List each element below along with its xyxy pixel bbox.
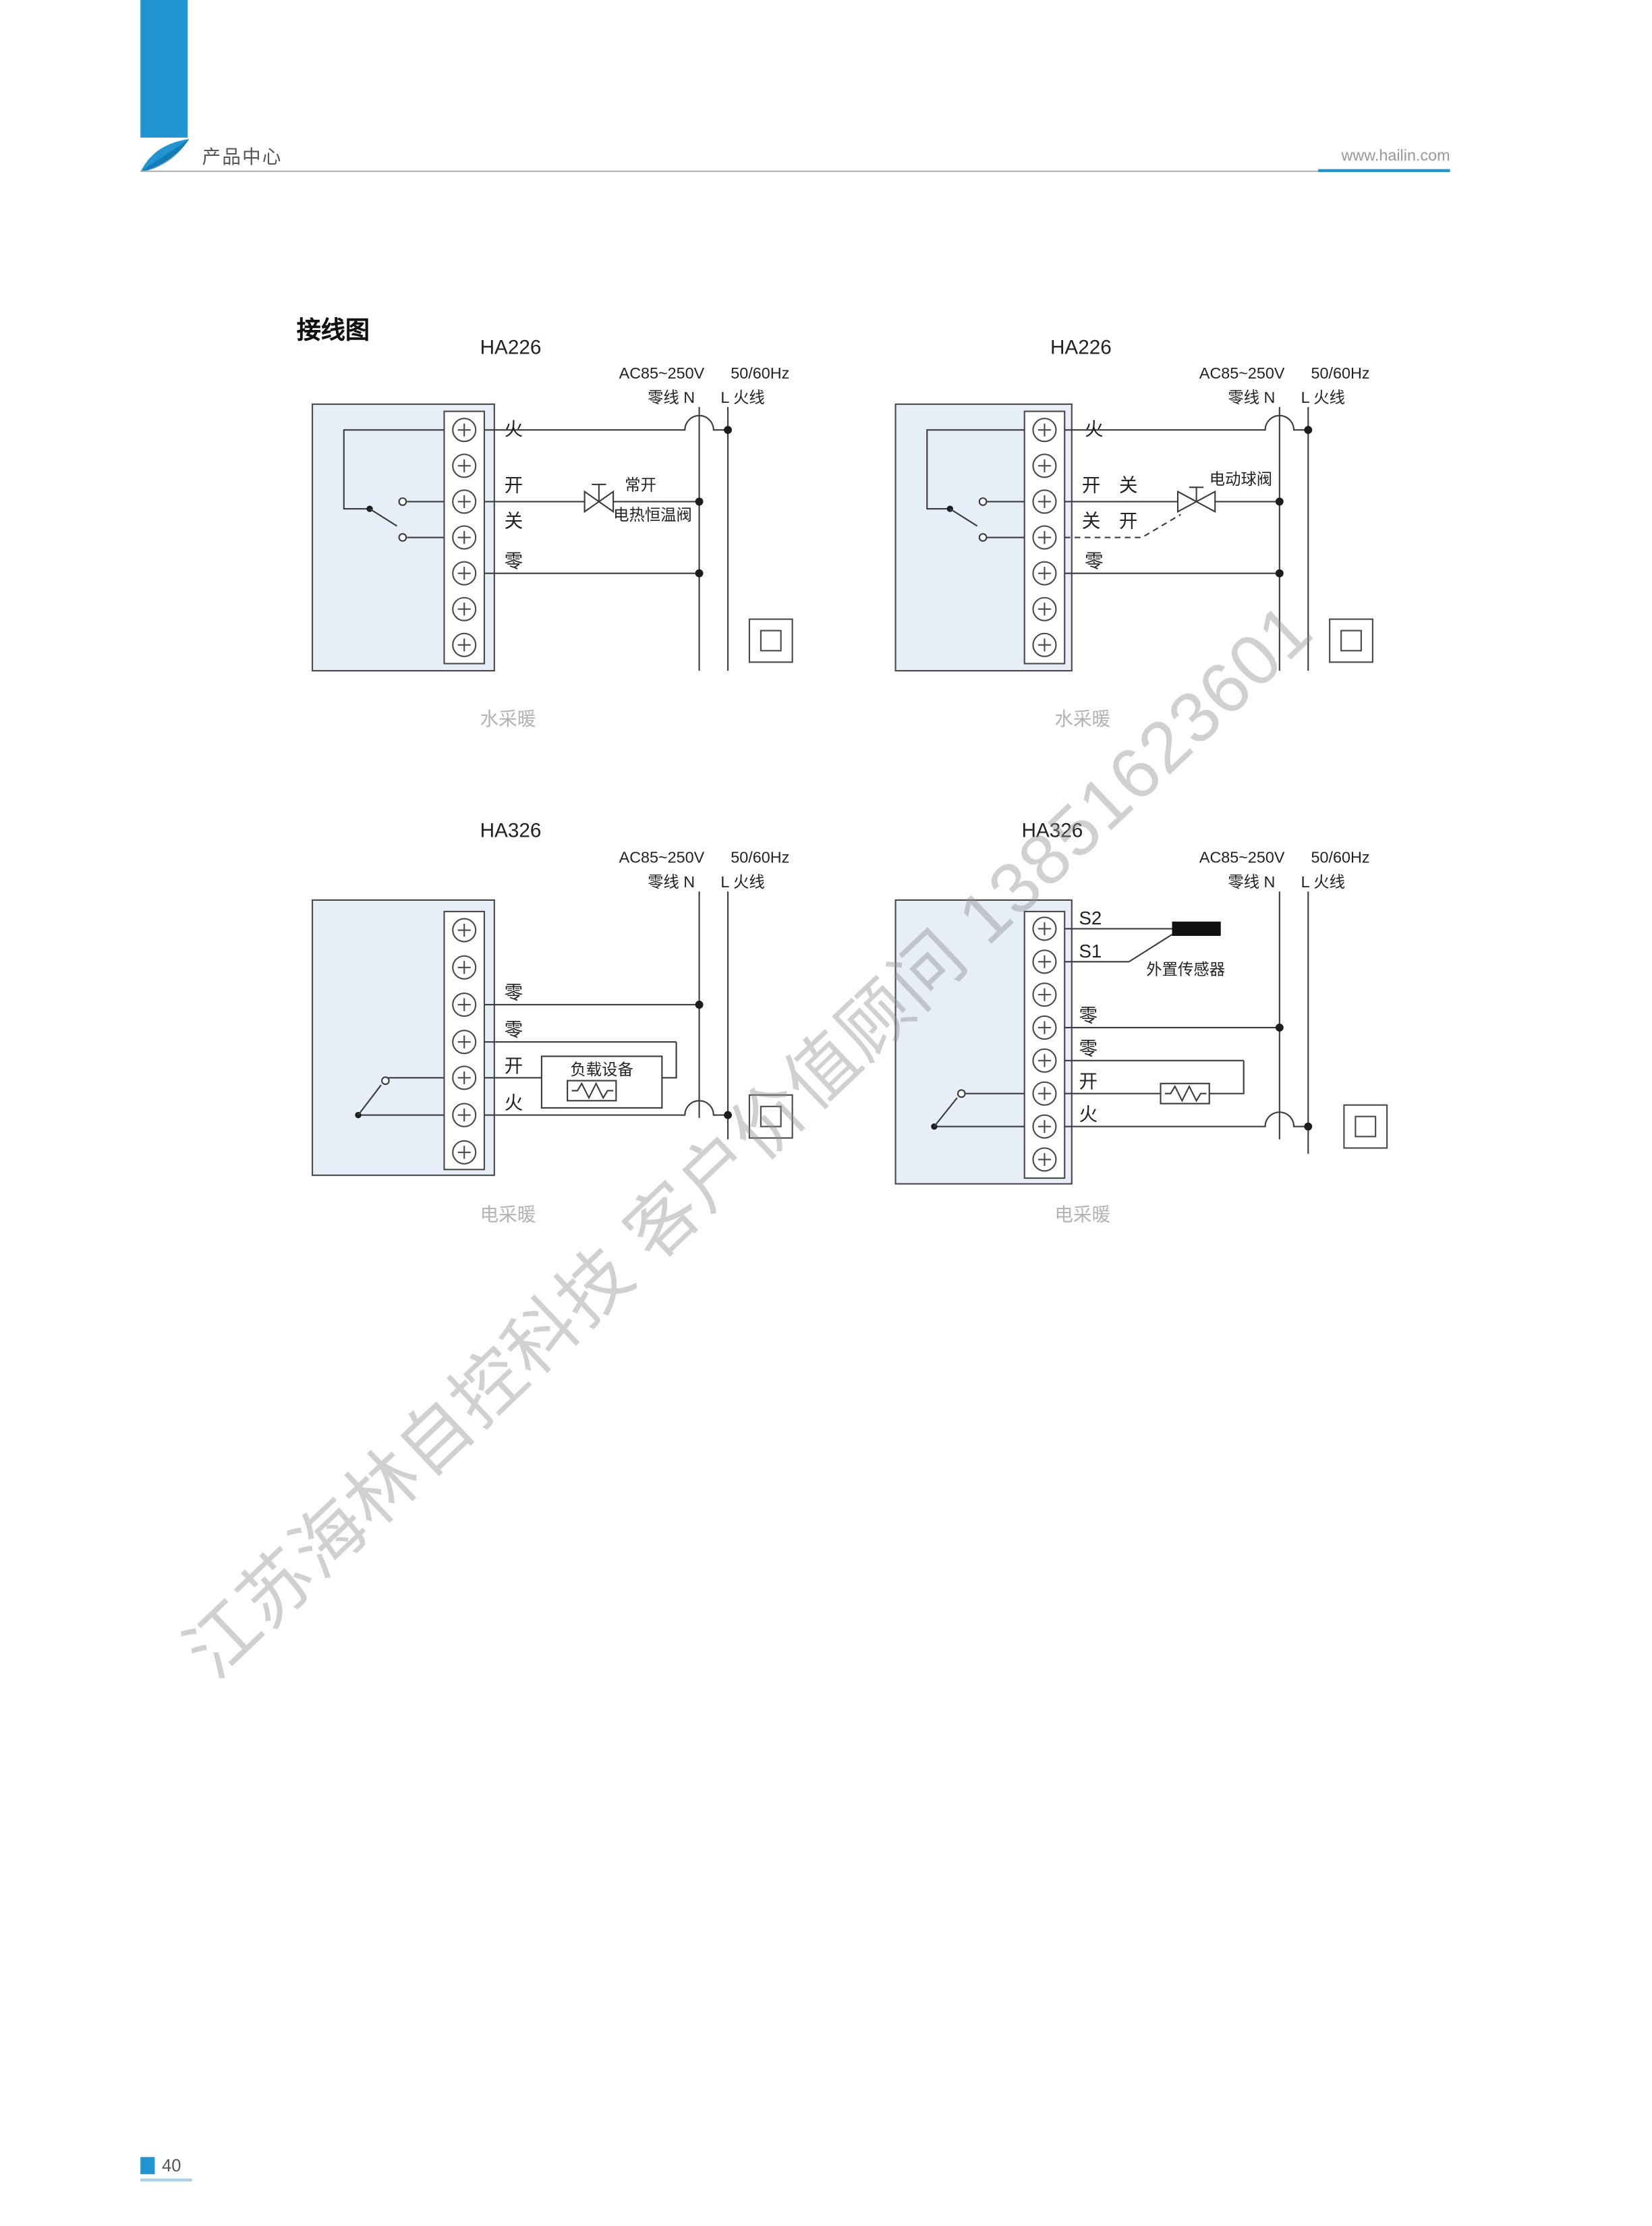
valve-state-label: 常开 xyxy=(625,476,656,493)
diagram-caption: 电采暖 xyxy=(480,1204,536,1225)
hailin-leaf-logo-icon xyxy=(140,139,190,172)
terminal-label-open-b: 开 xyxy=(1119,511,1138,532)
live-label: L 火线 xyxy=(720,873,764,891)
header-divider-accent xyxy=(1318,169,1450,172)
footer-blue-chip xyxy=(140,2157,155,2175)
live-label: L 火线 xyxy=(720,389,764,406)
terminal-label-close-a: 关 xyxy=(1119,475,1138,496)
wiring xyxy=(1064,891,1313,1154)
external-sensor-icon xyxy=(1172,921,1221,937)
power-rating: AC85~250V xyxy=(619,849,705,866)
terminal-label-fire: 火 xyxy=(1085,419,1104,440)
diagram-ha326-sensor: HA326 AC85~250V 50/60Hz 零线 N L 火线 xyxy=(894,819,1388,1225)
ball-valve-icon xyxy=(1176,486,1216,513)
internal-switch xyxy=(355,1076,445,1119)
internal-switch xyxy=(343,429,445,542)
terminal-label-open-a: 开 xyxy=(1082,475,1101,496)
terminal-label-neutral-1: 零 xyxy=(505,982,523,1003)
terminal-label-s2: S2 xyxy=(1079,908,1102,928)
diagram-caption: 电采暖 xyxy=(1054,1204,1110,1225)
neutral-label: 零线 N xyxy=(648,389,695,406)
neutral-label: 零线 N xyxy=(1228,389,1275,406)
internal-switch xyxy=(931,1089,1025,1130)
diagram-model: HA226 xyxy=(1050,337,1112,359)
terminal-label-neutral-2: 零 xyxy=(505,1020,523,1040)
terminal-label-fire: 火 xyxy=(505,1092,523,1113)
power-rating: AC85~250V xyxy=(619,364,705,382)
power-freq: 50/60Hz xyxy=(1311,364,1370,382)
neutral-label: 零线 N xyxy=(648,873,695,891)
page-number: 40 xyxy=(162,2155,181,2176)
wall-box-icon xyxy=(1329,618,1373,663)
power-freq: 50/60Hz xyxy=(1311,849,1370,866)
load-device-icon xyxy=(540,1055,663,1109)
power-freq: 50/60Hz xyxy=(731,364,789,382)
header-blue-bar xyxy=(140,0,188,138)
wall-box-icon xyxy=(1343,1104,1388,1149)
internal-switch xyxy=(926,429,1025,542)
heater-resistor-icon xyxy=(1160,1082,1210,1105)
terminal-label-s1: S1 xyxy=(1079,941,1102,962)
neutral-label: 零线 N xyxy=(1228,873,1275,891)
terminal-label-fire: 火 xyxy=(1079,1104,1098,1125)
live-label: L 火线 xyxy=(1301,873,1345,891)
header-divider xyxy=(140,170,1450,172)
thermal-valve-icon xyxy=(583,483,615,513)
wiring xyxy=(484,891,732,1140)
wall-box-icon xyxy=(748,618,793,663)
terminal-label-open: 开 xyxy=(505,475,523,496)
terminal-label-open: 开 xyxy=(1079,1071,1098,1092)
terminal-label-fire: 火 xyxy=(505,419,523,440)
website-url: www.hailin.com xyxy=(1341,147,1450,165)
diagram-ha226-ball-valve: HA226 AC85~250V 50/60Hz 零线 N L 火线 xyxy=(894,337,1373,729)
terminal-label-neutral-2: 零 xyxy=(1079,1038,1098,1059)
wiring xyxy=(1064,407,1313,671)
power-rating: AC85~250V xyxy=(1199,849,1285,866)
live-label: L 火线 xyxy=(1301,389,1345,406)
breadcrumb-section: 产品中心 xyxy=(202,146,283,168)
wall-box-icon xyxy=(748,1094,793,1139)
diagram-model: HA326 xyxy=(480,819,542,841)
diagram-caption: 水采暖 xyxy=(1054,708,1110,729)
terminal-label-open: 开 xyxy=(505,1055,523,1076)
sensor-label: 外置传感器 xyxy=(1146,960,1225,978)
diagram-ha326-load: HA326 AC85~250V 50/60Hz 零线 N L 火线 xyxy=(311,819,793,1225)
diagram-caption: 水采暖 xyxy=(480,708,536,729)
terminal-label-neutral-1: 零 xyxy=(1079,1005,1098,1026)
page-footer: 40 xyxy=(140,2155,193,2181)
diagram-model: HA326 xyxy=(1021,819,1083,841)
wiring xyxy=(484,407,732,671)
terminal-label-close: 关 xyxy=(505,511,523,532)
diagram-ha226-thermal-valve: HA226 AC85~250V 50/60Hz 零线 N L 火线 xyxy=(311,337,793,729)
terminal-label-neutral: 零 xyxy=(1085,551,1104,572)
terminal-label-close-b: 关 xyxy=(1082,511,1101,532)
power-freq: 50/60Hz xyxy=(731,849,789,866)
valve-name-label: 电动球阀 xyxy=(1209,470,1272,488)
power-rating: AC85~250V xyxy=(1199,364,1285,382)
valve-name-label: 电热恒温阀 xyxy=(613,506,692,524)
load-device-label: 负载设备 xyxy=(570,1061,633,1078)
diagram-model: HA226 xyxy=(480,337,542,359)
terminal-label-neutral: 零 xyxy=(505,551,523,572)
page-title: 接线图 xyxy=(296,316,370,344)
